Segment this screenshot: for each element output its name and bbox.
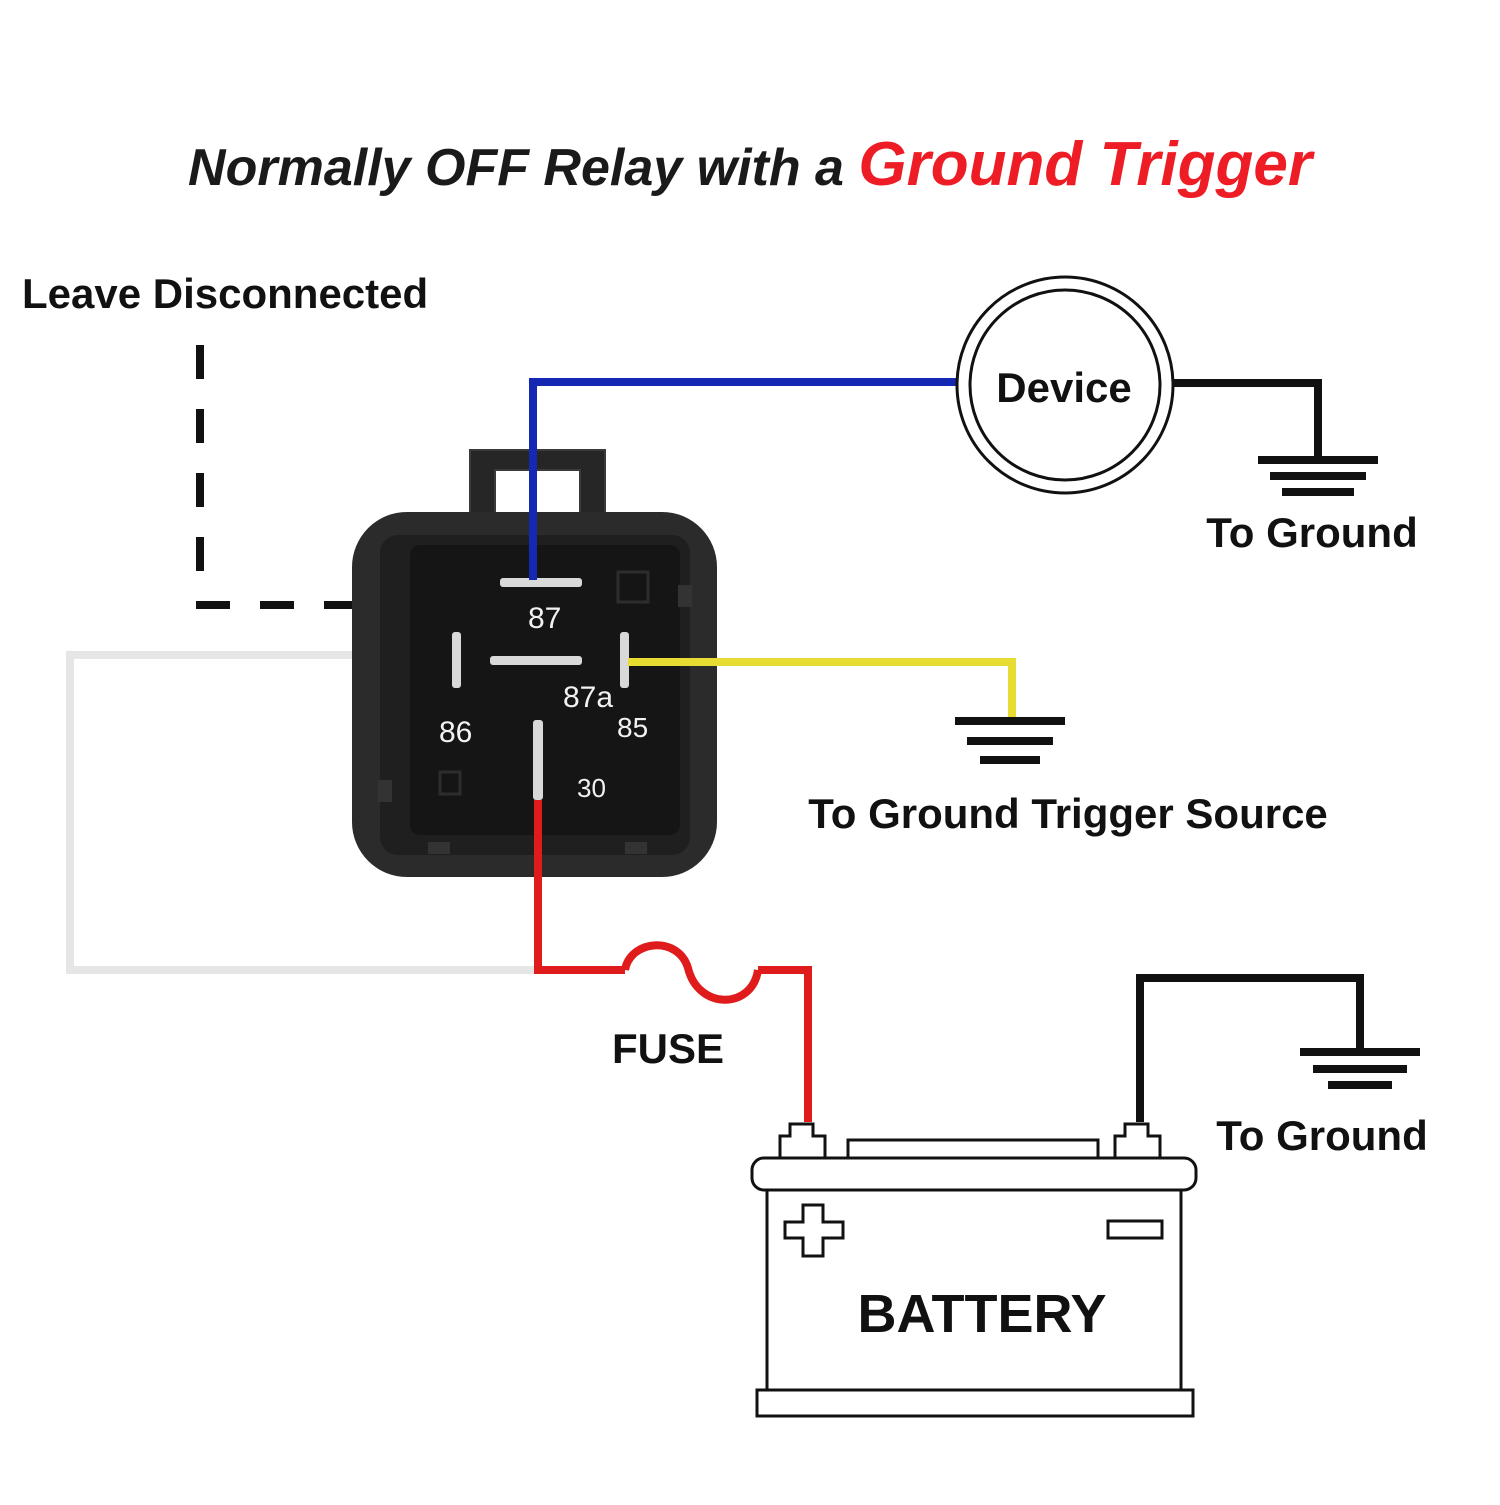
ground-symbol-icon xyxy=(955,717,1065,764)
terminal-30 xyxy=(533,720,543,800)
device-ground-wire xyxy=(1173,379,1322,458)
pin-label-85: 85 xyxy=(617,712,648,743)
relay: 87 87a 86 85 30 xyxy=(352,449,717,877)
battery-lid xyxy=(750,1156,1198,1192)
battery-ground-wire xyxy=(1136,974,1364,1122)
red-wire-30 xyxy=(534,800,625,974)
blue-wire-87 xyxy=(529,378,958,580)
device-ground-label: To Ground xyxy=(1206,509,1418,556)
relay-face xyxy=(410,545,680,835)
relay-molded-mark xyxy=(438,770,462,796)
yellow-wire-85 xyxy=(628,658,1016,718)
battery xyxy=(750,1122,1198,1418)
battery-label: BATTERY xyxy=(858,1284,1107,1344)
relay-molded-mark xyxy=(616,570,650,604)
trigger-ground-label: To Ground Trigger Source xyxy=(808,790,1328,837)
title-main-text: Normally OFF Relay with a xyxy=(188,139,858,197)
terminal-86 xyxy=(452,632,461,688)
fuse-label: FUSE xyxy=(612,1025,724,1072)
relay-clip xyxy=(378,780,392,802)
pin-label-87: 87 xyxy=(528,602,561,635)
leave-disconnected-label: Leave Disconnected xyxy=(22,270,428,317)
terminal-87a xyxy=(490,656,582,665)
pin-label-30: 30 xyxy=(577,773,606,803)
relay-clip xyxy=(428,842,450,854)
relay-clip xyxy=(678,585,692,607)
white-wire-86 xyxy=(66,651,535,974)
battery-ground-label: To Ground xyxy=(1216,1112,1428,1159)
battery-positive-post xyxy=(778,1122,827,1162)
relay-mounting-tab xyxy=(469,449,606,516)
device-inner-ring xyxy=(968,288,1162,482)
plus-icon xyxy=(783,1203,845,1258)
ground-symbol-icon xyxy=(1258,456,1378,496)
diagram-title: Normally OFF Relay with a Ground Trigger xyxy=(188,130,1315,199)
terminal-87 xyxy=(500,578,582,587)
minus-icon xyxy=(1106,1219,1164,1240)
ground-symbol-icon xyxy=(1300,1048,1420,1089)
pin-label-86: 86 xyxy=(439,716,472,749)
pin-label-87a: 87a xyxy=(563,681,613,714)
red-wire-fuse-to-battery xyxy=(758,966,812,1122)
relay-clip xyxy=(625,842,647,854)
fuse-icon xyxy=(621,941,762,1004)
battery-negative-post xyxy=(1113,1122,1162,1162)
terminal-85 xyxy=(620,632,629,688)
title-accent-text: Ground Trigger xyxy=(858,130,1314,199)
battery-base xyxy=(755,1388,1195,1418)
device-label: Device xyxy=(996,364,1131,411)
